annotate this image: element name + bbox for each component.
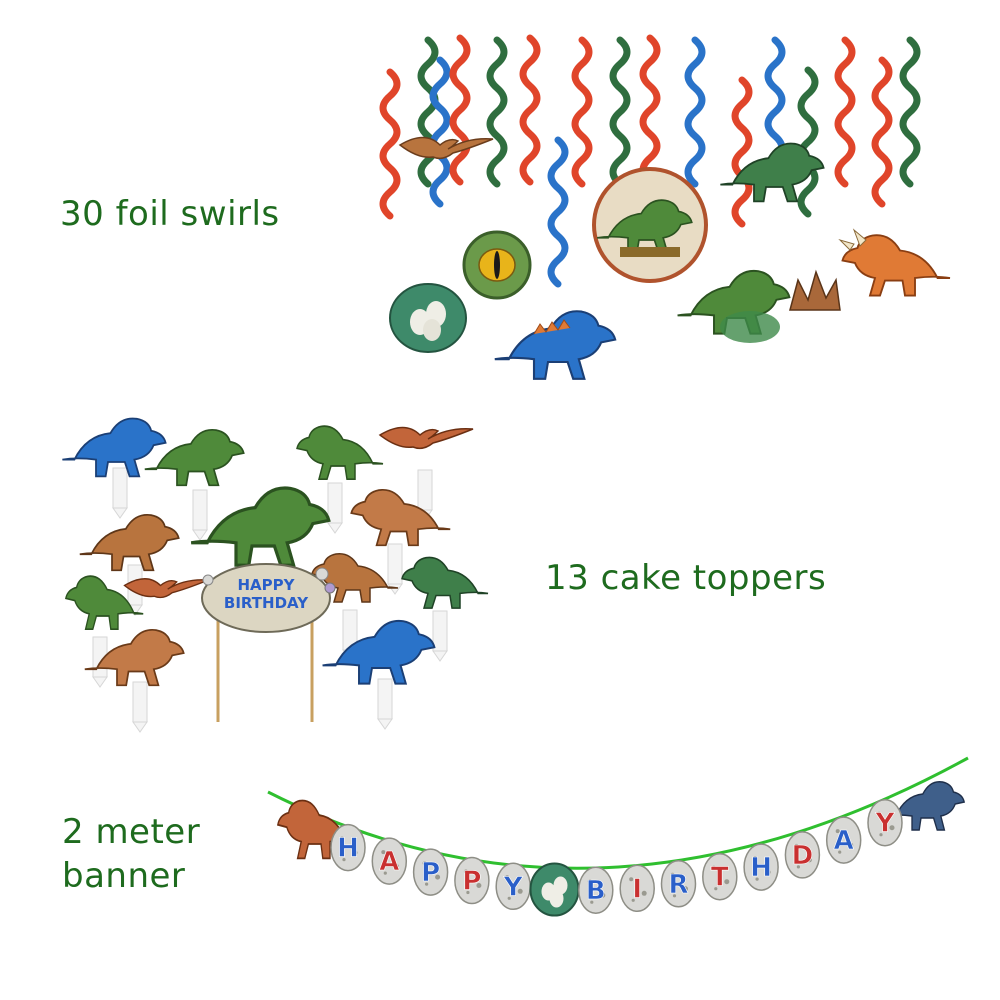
banner-letter-egg: Y (495, 862, 531, 911)
banner-letter-egg: P (454, 856, 490, 905)
swirls-label: 30 foil swirls (60, 194, 280, 234)
cake-sign-line2: BIRTHDAY (224, 594, 309, 612)
banner-letter-egg: H (330, 823, 366, 872)
banner-letter-egg: A (825, 816, 862, 864)
dinosaur-icon (838, 228, 951, 297)
banner-letter: T (711, 863, 729, 893)
cake-toppers-group: HAPPY BIRTHDAY (61, 417, 489, 733)
banner-label: 2 meter banner (62, 810, 200, 898)
banner-letter: H (337, 834, 359, 864)
banner-letter-egg: T (702, 852, 738, 901)
banner-letter-egg: R (660, 860, 697, 908)
banner-letter-egg: I (619, 864, 655, 913)
cake-sign-line1: HAPPY (237, 576, 295, 594)
banner-letter-egg: Y (867, 798, 903, 847)
banner-letter: Y (875, 809, 896, 839)
banner-letter: B (586, 876, 606, 906)
dinosaur-icon (592, 167, 708, 283)
happy-birthday-sign: HAPPY BIRTHDAY (189, 486, 336, 722)
banner-letter: P (421, 858, 440, 888)
pterodactyl-icon (399, 136, 494, 160)
banner-letter: Y (503, 872, 524, 902)
toppers-label: 13 cake toppers (545, 558, 827, 598)
banner-letter-egg: H (743, 843, 779, 891)
banner-letter: A (379, 847, 399, 877)
banner-letter: P (462, 867, 481, 897)
banner-letter: A (834, 826, 854, 856)
banner-letter: I (632, 874, 642, 904)
dino-egg-nest-icon (389, 283, 467, 353)
dino-egg-nest-icon (529, 862, 580, 917)
banner-string (267, 756, 969, 870)
banner-label-line2: banner (62, 856, 186, 896)
dinosaur-icon (676, 269, 791, 343)
dinosaur-icon (789, 269, 841, 311)
dino-eye-icon (462, 230, 532, 300)
dinosaur-icon (321, 619, 436, 730)
dinosaur-icon (493, 310, 617, 380)
banner-letter-egg: A (371, 837, 408, 885)
banner-letter-egg: P (412, 848, 449, 896)
banner-label-line1: 2 meter (62, 812, 201, 852)
banner-letter-egg: B (578, 866, 614, 914)
banner-letter-egg: D (784, 831, 821, 879)
banner-letter: R (668, 870, 688, 900)
banner-letter: H (750, 853, 772, 883)
banner-letter: D (792, 841, 814, 871)
